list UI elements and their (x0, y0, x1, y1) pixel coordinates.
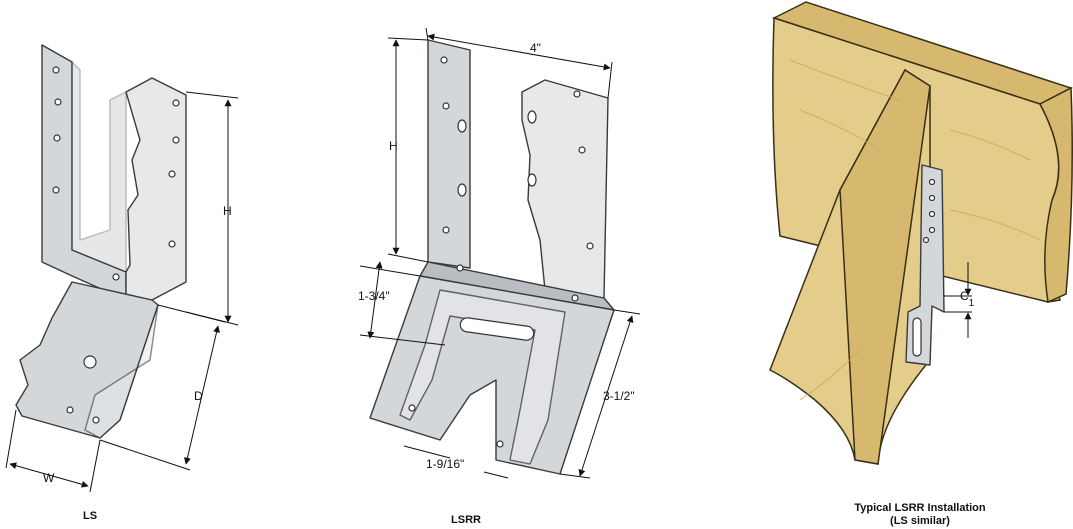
install-c-label: C1 (960, 289, 975, 309)
lsrr-installation-drawing (769, 1, 1073, 465)
lsrr-slot-label: 1-9/16" (426, 457, 464, 471)
lsrr-height-label: H (389, 139, 398, 153)
ls-connector-drawing (5, 44, 239, 493)
lsrr-seat-depth-label: 3-1/2" (603, 389, 635, 403)
ls-depth-label: D (194, 389, 203, 403)
ls-width-label: W (43, 471, 55, 485)
install-c-main: C (960, 289, 969, 303)
install-caption-line2: (LS similar) (890, 515, 950, 527)
lsrr-width-label: 4" (530, 41, 541, 55)
lsrr-caption: LSRR (451, 514, 481, 526)
lsrr-seat-height-label: 1-3/4" (358, 289, 390, 303)
ls-height-label: H (223, 204, 232, 218)
ls-caption: LS (82, 510, 98, 522)
install-c-sub: 1 (969, 298, 975, 309)
lsrr-connector-drawing (359, 27, 641, 479)
install-caption-line1: Typical LSRR Installation (854, 502, 986, 514)
